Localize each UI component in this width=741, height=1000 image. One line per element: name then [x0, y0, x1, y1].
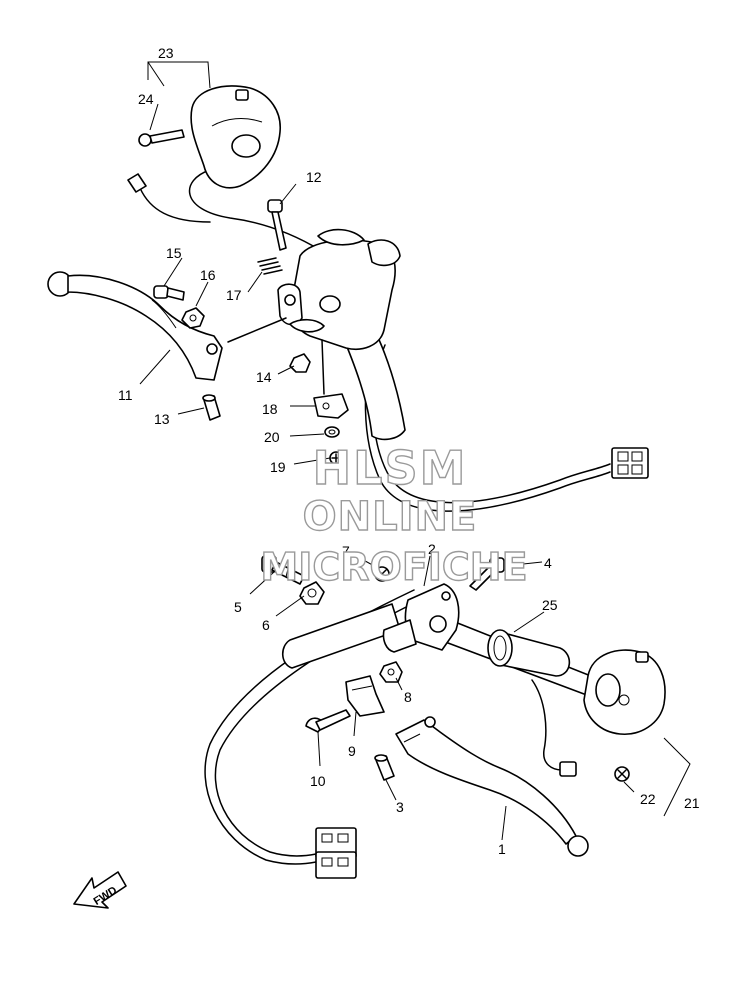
part-label-6: 6: [262, 617, 270, 633]
nut-6: [299, 581, 325, 605]
clutch-lever-1: [395, 716, 589, 857]
part-label-12: 12: [306, 169, 322, 185]
switch-21-connector: [559, 761, 577, 777]
spring-17: [257, 257, 283, 275]
bolt-12: [267, 199, 287, 251]
lever-11-link: [227, 317, 287, 343]
part-label-21: 21: [684, 795, 700, 811]
watermark-line-1: HLSM: [313, 441, 468, 495]
part-label-4: 4: [544, 555, 552, 571]
part-label-15: 15: [166, 245, 182, 261]
part-label-3: 3: [396, 799, 404, 815]
bolt-15: [153, 285, 185, 301]
part-label-23: 23: [158, 45, 174, 61]
part-label-17: 17: [226, 287, 242, 303]
part-label-22: 22: [640, 791, 656, 807]
grip-25: [487, 629, 571, 677]
part-label-14: 14: [256, 369, 272, 385]
handlebar-switch-21: [583, 649, 666, 735]
part-label-8: 8: [404, 689, 412, 705]
part-label-5: 5: [234, 599, 242, 615]
part-label-10: 10: [310, 773, 326, 789]
screw-7: [374, 566, 390, 582]
clutch-switch-9: [345, 675, 385, 717]
washer-20: [324, 426, 340, 438]
handlebar-switch-23: [190, 85, 281, 189]
nut-16: [181, 307, 205, 329]
brake-switch-18: [313, 339, 349, 419]
leader-lines: [139, 61, 691, 841]
lever-holder-2: [382, 583, 460, 653]
switch-23-wire: [188, 169, 321, 251]
part-label-13: 13: [154, 411, 170, 427]
part-label-18: 18: [262, 401, 278, 417]
collar-13: [202, 394, 221, 421]
part-label-11: 11: [118, 387, 133, 403]
part-label-19: 19: [270, 459, 286, 475]
fwd-arrow: FWD: [73, 871, 127, 909]
screw-19: [329, 451, 343, 465]
spade-connector: [127, 173, 147, 193]
lower-coupler: [315, 827, 357, 879]
part-label-16: 16: [200, 267, 216, 283]
upper-coupler: [611, 447, 649, 479]
brake-lever-11: [47, 271, 223, 381]
part-label-24: 24: [138, 91, 154, 107]
bolt-4: [469, 557, 505, 591]
lower-handlebar-tube: [281, 603, 401, 669]
watermark-line-2: ONLINE: [303, 494, 478, 540]
screw-24: [138, 129, 185, 147]
part-label-25: 25: [542, 597, 558, 613]
switch-23-wire-2: [139, 187, 211, 223]
lever-bracket: [277, 283, 325, 333]
part-label-20: 20: [264, 429, 280, 445]
bolt-5: [261, 555, 305, 585]
collar-3: [374, 754, 395, 781]
part-label-1: 1: [498, 841, 506, 857]
nut-14: [289, 353, 311, 373]
part-label-2: 2: [428, 541, 436, 557]
switch-21-wire: [531, 679, 563, 771]
watermark: HLSM ONLINE MICROFICHE: [260, 440, 529, 589]
watermark-line-3: MICROFICHE: [260, 545, 527, 589]
part-label-9: 9: [348, 743, 356, 759]
screw-10: [305, 709, 351, 733]
part-label-7: 7: [342, 543, 350, 559]
screw-22: [614, 766, 630, 782]
nut-8: [379, 661, 403, 683]
